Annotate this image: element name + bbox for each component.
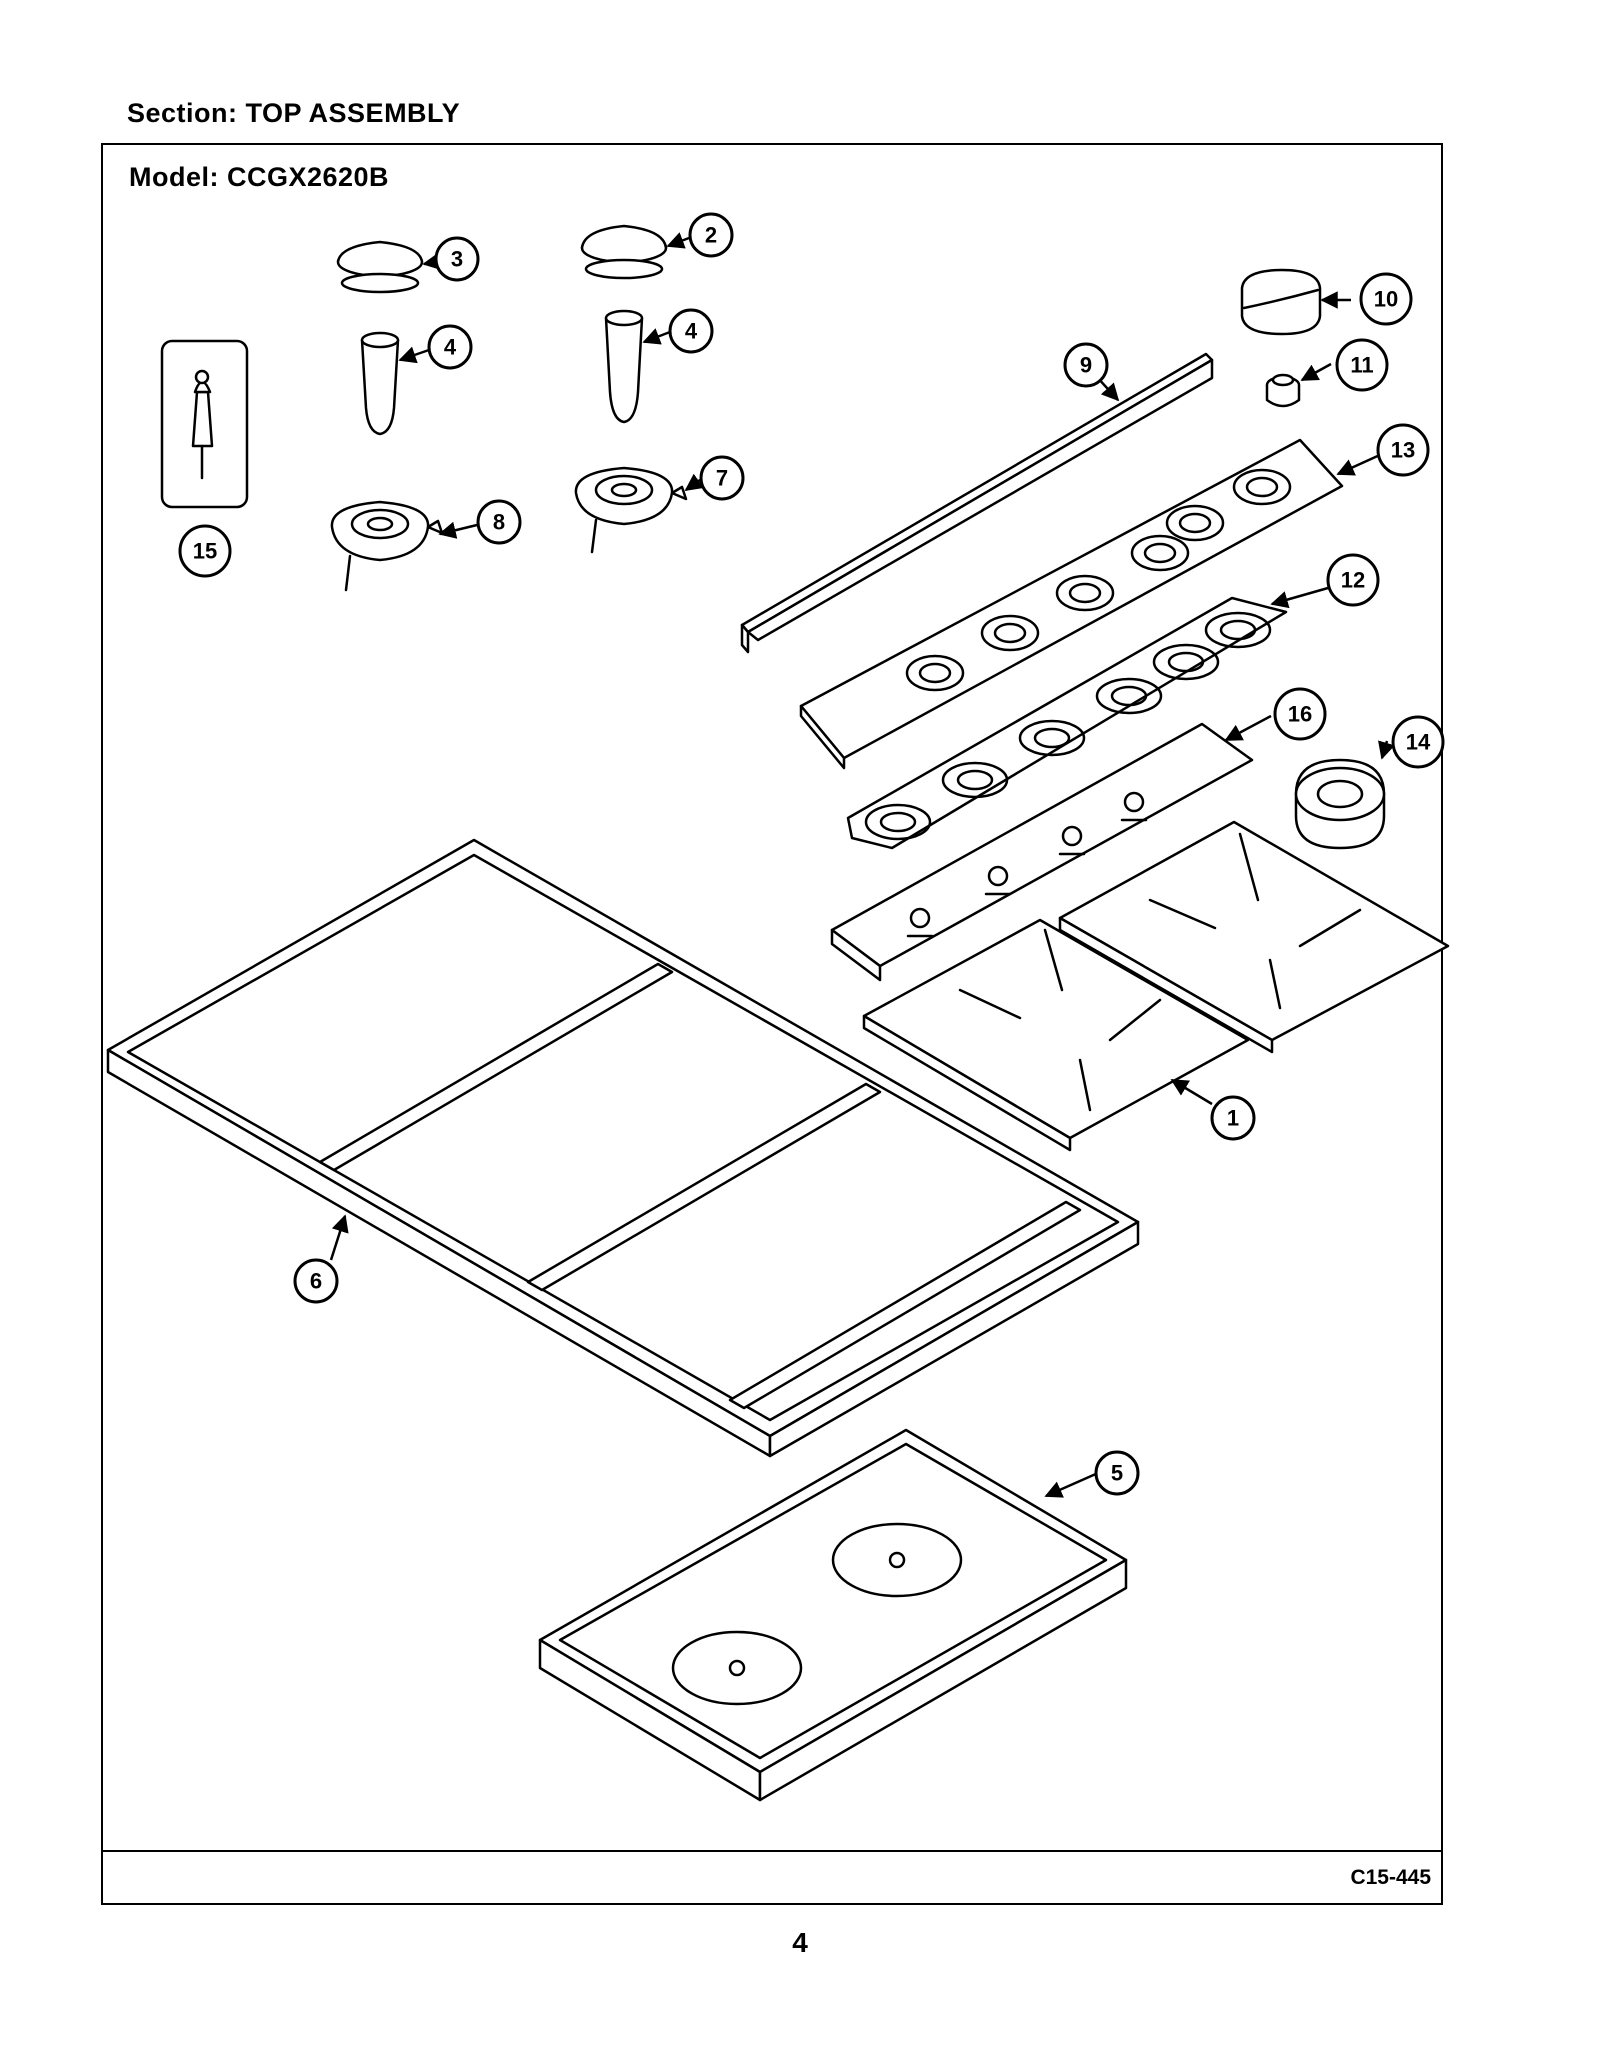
callout-7-label: 7: [716, 466, 728, 491]
callout-11: 11: [1335, 338, 1389, 392]
part-venturi-left: [360, 331, 400, 436]
callout-4-left-label: 4: [444, 335, 457, 360]
part-venturi-right: [604, 309, 644, 424]
callout-4-right: 4: [668, 308, 714, 354]
callout-16: 16: [1273, 687, 1327, 741]
callout-3: 3: [434, 236, 480, 282]
part-igniter: [160, 339, 249, 509]
callout-5-label: 5: [1111, 1461, 1123, 1486]
footer-divider: [103, 1850, 1441, 1852]
callout-12-label: 12: [1341, 568, 1365, 593]
model-label: Model: CCGX2620B: [129, 162, 390, 192]
part-burner-base-left: [330, 500, 444, 592]
callout-7: 7: [699, 455, 745, 501]
part-trim-strip: [740, 352, 1214, 654]
diagram-frame: Model: CCGX2620B C15-445: [101, 143, 1443, 1905]
callout-8: 8: [476, 499, 522, 545]
callout-14: 14: [1391, 715, 1445, 769]
callout-6: 6: [293, 1258, 339, 1304]
callout-10-label: 10: [1374, 287, 1398, 312]
part-burner-cap-right: [580, 224, 668, 280]
part-control-bracket: [830, 722, 1254, 982]
part-knob: [1240, 268, 1322, 336]
callout-2: 2: [688, 212, 734, 258]
callout-4-left: 4: [427, 324, 473, 370]
section-title: Section: TOP ASSEMBLY: [127, 98, 461, 128]
part-burner-base-right: [574, 466, 688, 554]
callout-16-label: 16: [1288, 702, 1312, 727]
part-cooktop-frame: [106, 838, 1140, 1458]
part-drip-tray: [538, 1428, 1128, 1802]
callout-10: 10: [1359, 272, 1413, 326]
callout-14-label: 14: [1406, 730, 1431, 755]
callout-9-label: 9: [1080, 353, 1092, 378]
page-number: 4: [792, 1927, 808, 1958]
callout-4-right-label: 4: [685, 319, 698, 344]
callout-15-label: 15: [193, 539, 217, 564]
figure-code: C15-445: [1350, 1866, 1431, 1889]
callout-6-label: 6: [310, 1269, 322, 1294]
callout-13: 13: [1376, 423, 1430, 477]
part-grates: [862, 820, 1450, 1152]
callout-8-label: 8: [493, 510, 505, 535]
callout-3-label: 3: [451, 247, 463, 272]
part-burner-ring: [1294, 758, 1386, 850]
callout-12: 12: [1326, 553, 1380, 607]
part-control-panel-gasket: [846, 596, 1288, 850]
callout-2-label: 2: [705, 223, 717, 248]
part-control-panel-upper: [799, 438, 1344, 770]
callout-1: 1: [1210, 1095, 1256, 1141]
part-knob-insert: [1265, 373, 1301, 408]
callout-1-label: 1: [1227, 1106, 1239, 1131]
callout-9: 9: [1063, 342, 1109, 388]
callout-5: 5: [1094, 1450, 1140, 1496]
callout-13-label: 13: [1391, 438, 1415, 463]
callout-11-label: 11: [1350, 353, 1373, 378]
part-burner-cap-left: [336, 240, 424, 294]
callout-15: 15: [178, 524, 232, 578]
